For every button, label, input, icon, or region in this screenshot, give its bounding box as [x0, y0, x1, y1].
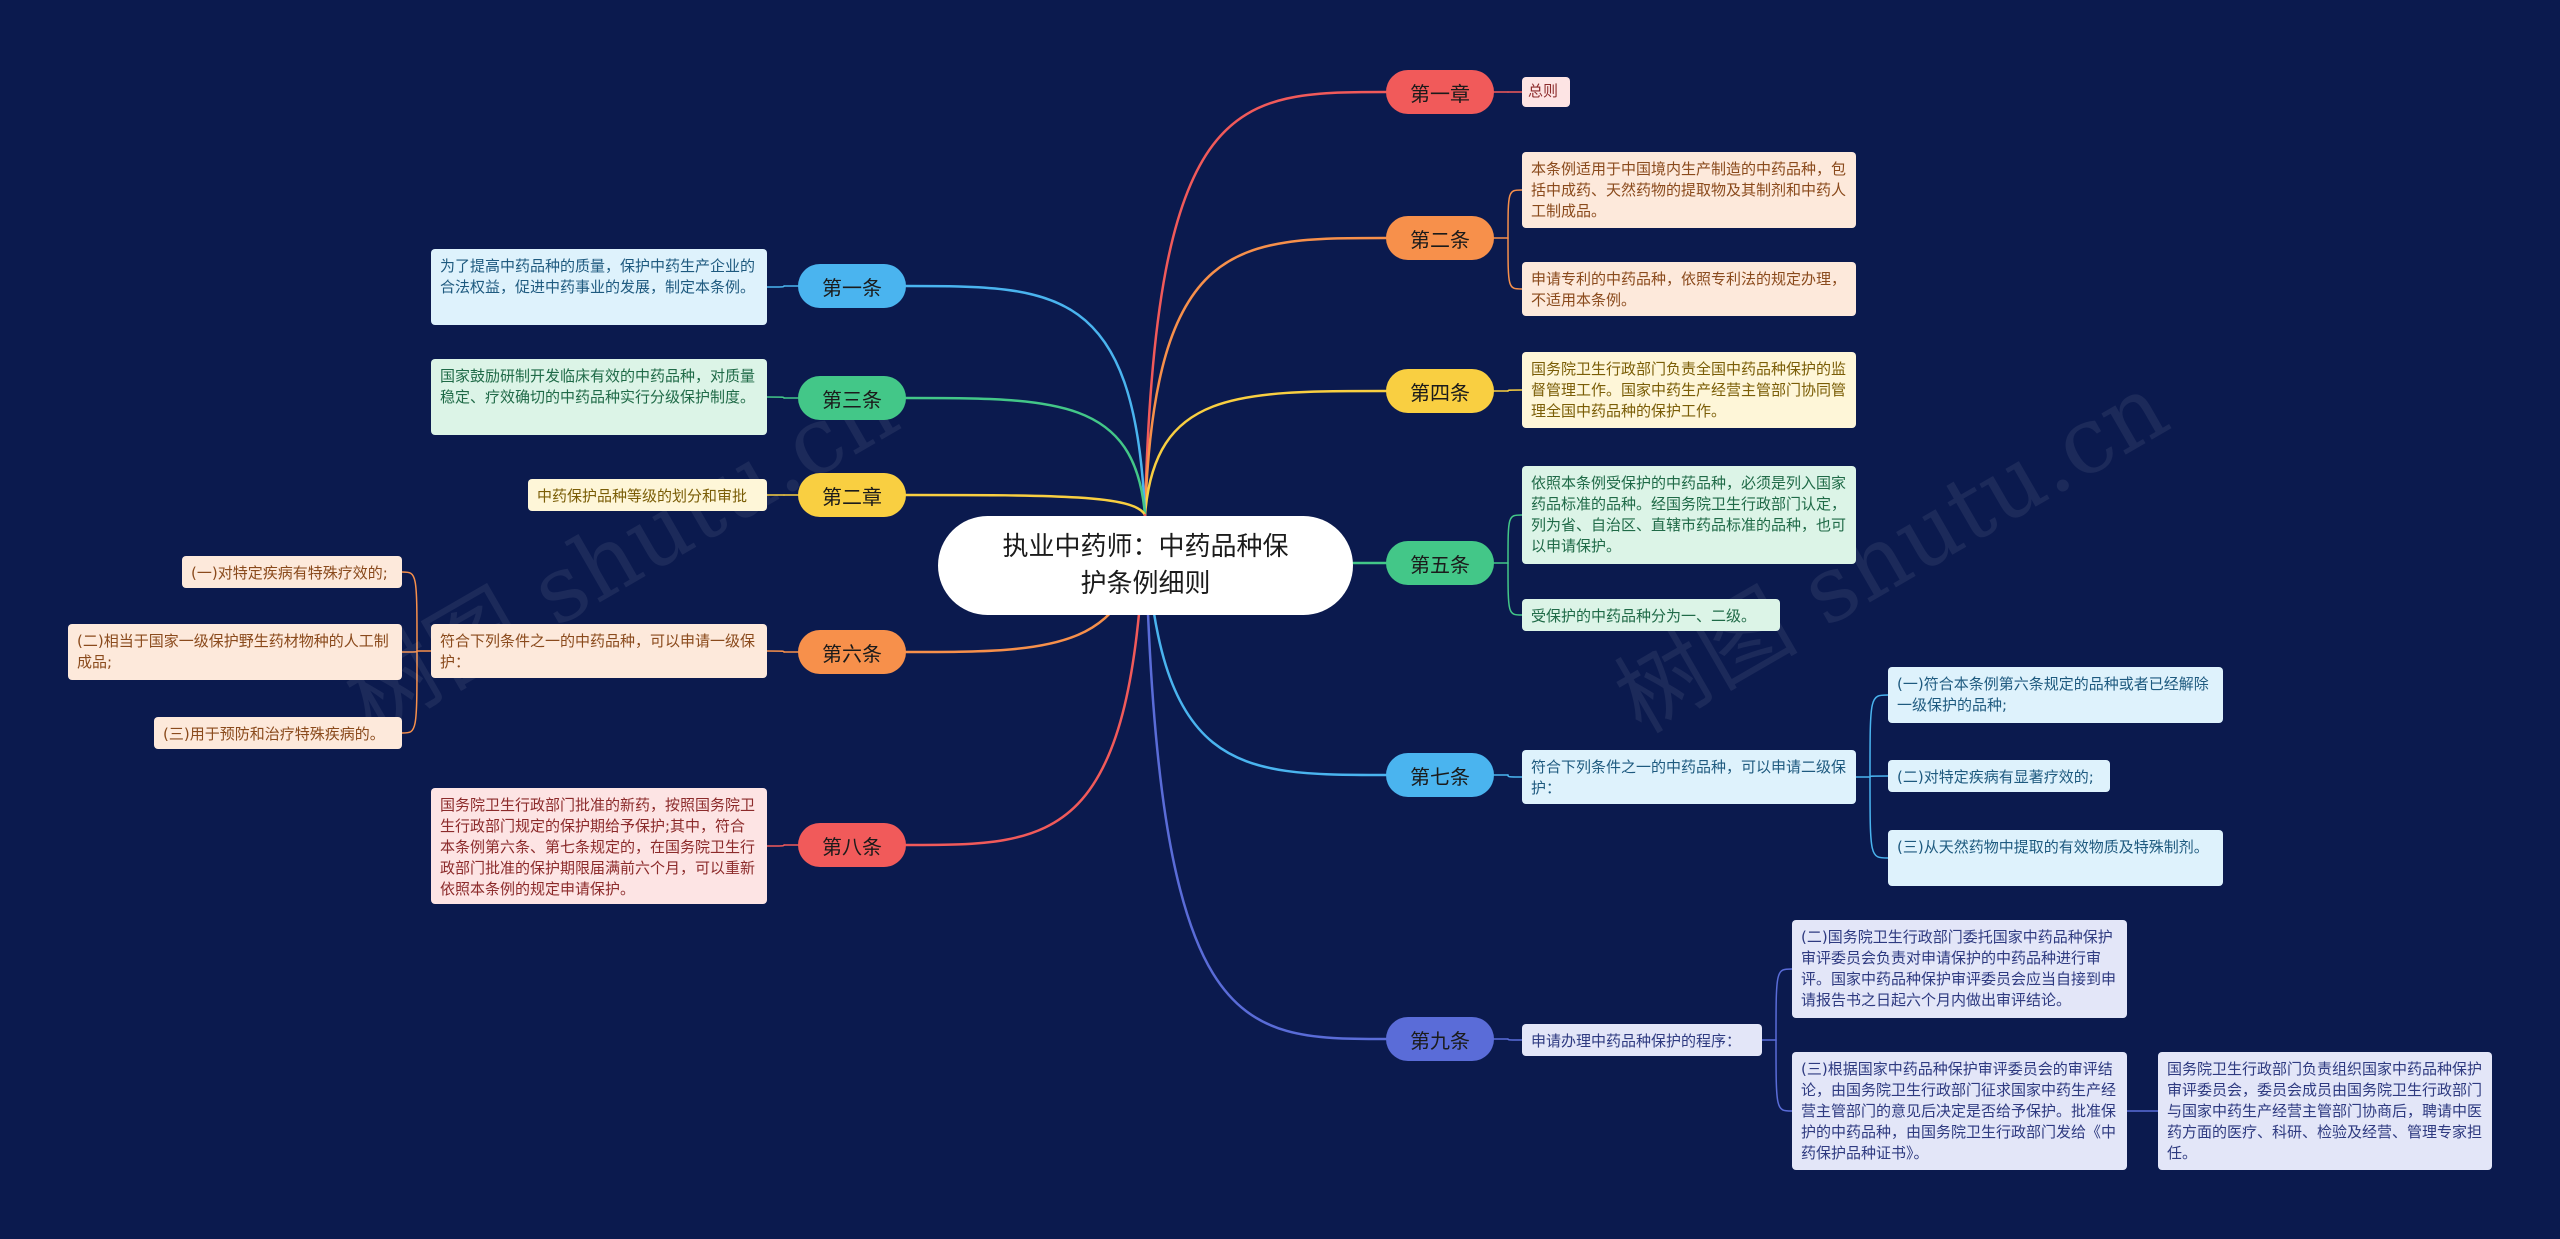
- leaf-article-7-item-2[interactable]: (二)对特定疾病有显著疗效的;: [1888, 760, 2110, 792]
- branch-article-4[interactable]: 第四条: [1386, 369, 1494, 413]
- leaf-article-7-conditions[interactable]: 符合下列条件之一的中药品种，可以申请二级保护：: [1522, 750, 1856, 804]
- leaf-article-9-item-2[interactable]: (二)国务院卫生行政部门委托国家中药品种保护审评委员会负责对申请保护的中药品种进…: [1792, 920, 2127, 1018]
- leaf-article-9-procedure[interactable]: 申请办理中药品种保护的程序：: [1522, 1024, 1762, 1056]
- leaf-article-1[interactable]: 为了提高中药品种的质量，保护中药生产企业的合法权益，促进中药事业的发展，制定本条…: [431, 249, 767, 325]
- leaf-article-9-item-3[interactable]: (三)根据国家中药品种保护审评委员会的审评结论，由国务院卫生行政部门征求国家中药…: [1792, 1052, 2127, 1170]
- leaf-article-7-item-1[interactable]: (一)符合本条例第六条规定的品种或者已经解除一级保护的品种;: [1888, 667, 2223, 723]
- leaf-article-6-item-1[interactable]: (一)对特定疾病有特殊疗效的;: [182, 556, 402, 588]
- leaf-article-8[interactable]: 国务院卫生行政部门批准的新药，按照国务院卫生行政部门规定的保护期给予保护;其中，…: [431, 788, 767, 904]
- leaf-article-9-committee[interactable]: 国务院卫生行政部门负责组织国家中药品种保护审评委员会，委员会成员由国务院卫生行政…: [2158, 1052, 2492, 1170]
- leaf-article-5-levels[interactable]: 受保护的中药品种分为一、二级。: [1522, 599, 1780, 631]
- branch-article-7[interactable]: 第七条: [1386, 753, 1494, 797]
- leaf-chapter-2[interactable]: 中药保护品种等级的划分和审批: [528, 479, 767, 511]
- leaf-article-6-item-3[interactable]: (三)用于预防和治疗特殊疾病的。: [154, 717, 402, 749]
- branch-article-2[interactable]: 第二条: [1386, 216, 1494, 260]
- leaf-article-4[interactable]: 国务院卫生行政部门负责全国中药品种保护的监督管理工作。国家中药生产经营主管部门协…: [1522, 352, 1856, 428]
- branch-article-9[interactable]: 第九条: [1386, 1017, 1494, 1061]
- branch-article-5[interactable]: 第五条: [1386, 541, 1494, 585]
- branch-article-1[interactable]: 第一条: [798, 264, 906, 308]
- leaf-article-6-item-2[interactable]: (二)相当于国家一级保护野生药材物种的人工制成品;: [68, 624, 402, 680]
- leaf-general-provisions[interactable]: 总则: [1522, 77, 1570, 107]
- leaf-article-6-conditions[interactable]: 符合下列条件之一的中药品种，可以申请一级保护：: [431, 624, 767, 678]
- leaf-article-2-scope[interactable]: 本条例适用于中国境内生产制造的中药品种，包括中成药、天然药物的提取物及其制剂和中…: [1522, 152, 1856, 228]
- branch-article-8[interactable]: 第八条: [798, 823, 906, 867]
- branch-chapter-2[interactable]: 第二章: [798, 473, 906, 517]
- branch-article-6[interactable]: 第六条: [798, 630, 906, 674]
- branch-article-3[interactable]: 第三条: [798, 376, 906, 420]
- root-topic[interactable]: 执业中药师：中药品种保护条例细则: [938, 516, 1353, 615]
- leaf-article-7-item-3[interactable]: (三)从天然药物中提取的有效物质及特殊制剂。: [1888, 830, 2223, 886]
- leaf-article-5-standard[interactable]: 依照本条例受保护的中药品种，必须是列入国家药品标准的品种。经国务院卫生行政部门认…: [1522, 466, 1856, 564]
- leaf-article-3[interactable]: 国家鼓励研制开发临床有效的中药品种，对质量稳定、疗效确切的中药品种实行分级保护制…: [431, 359, 767, 435]
- branch-chapter-1[interactable]: 第一章: [1386, 70, 1494, 114]
- leaf-article-2-patent[interactable]: 申请专利的中药品种，依照专利法的规定办理，不适用本条例。: [1522, 262, 1856, 316]
